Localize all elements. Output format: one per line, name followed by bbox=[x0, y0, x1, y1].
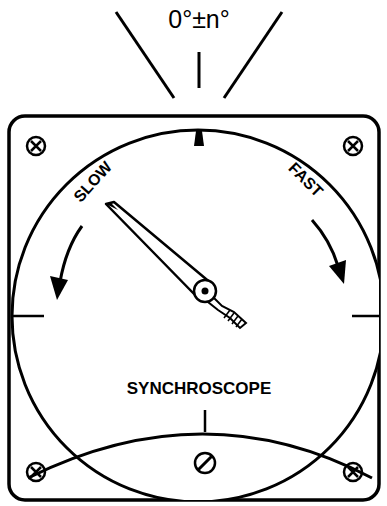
dial-face bbox=[12, 130, 379, 500]
dial-title: SYNCHROSCOPE bbox=[127, 380, 272, 397]
zero-index bbox=[194, 131, 204, 146]
adjust-window bbox=[28, 434, 372, 478]
zero-adjust-screw bbox=[195, 453, 215, 473]
side-ticks bbox=[12, 316, 379, 432]
mounting-screws bbox=[27, 137, 362, 481]
slow-arrowhead bbox=[50, 276, 68, 300]
fast-arrowhead bbox=[329, 260, 346, 284]
needle bbox=[106, 202, 246, 328]
limit-label: 0°±n° bbox=[168, 7, 230, 32]
